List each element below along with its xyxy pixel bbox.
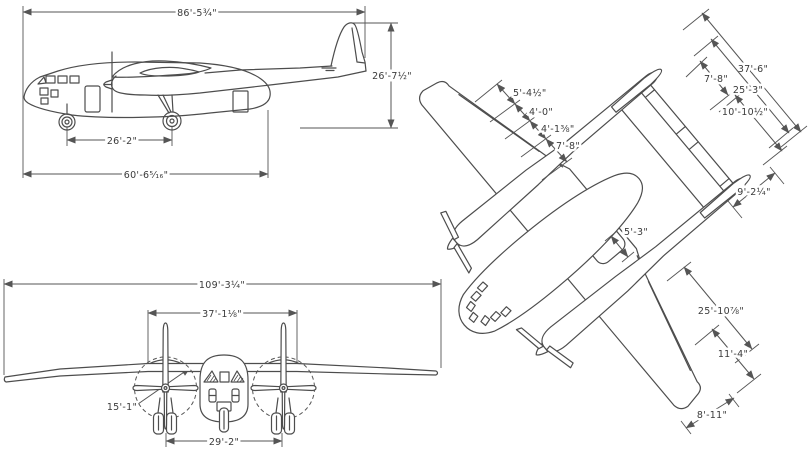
rear-door <box>232 90 249 113</box>
side-view: 86'-5¾" 26'-7½" 26'-2" 60'-6⁵⁄₁₆" <box>22 6 414 184</box>
propeller-plan-starboard <box>515 327 574 369</box>
propeller-spinner <box>103 79 113 90</box>
dim-label-tail-chord: 7'-8" <box>704 74 728 85</box>
main-gear-front <box>152 397 178 435</box>
dim-label-station-3: 4'-1⅜" <box>541 124 575 135</box>
cockpit-windows-plan <box>465 281 512 327</box>
dim-label-stabilizer-span: 37'-6" <box>738 64 768 75</box>
propeller-hub <box>160 383 171 393</box>
propeller-gear-cluster-right <box>250 322 317 435</box>
fuselage-intakes <box>208 388 240 403</box>
crew-door <box>84 85 101 113</box>
fin-chord-dim: 9'-2¼" <box>727 166 785 219</box>
propeller-blade-lower <box>163 387 168 430</box>
aileron-lines <box>458 94 691 371</box>
nose-gear-front <box>216 401 232 433</box>
dim-label-station-4: 7'-8" <box>556 141 580 152</box>
cockpit-windows <box>37 75 80 105</box>
extension-lines <box>22 6 398 178</box>
dim-label-tip-chord: 8'-11" <box>697 410 727 421</box>
dim-label-center-section: 10'-10½" <box>722 107 768 118</box>
dim-label-propeller-diameter: 15'-1" <box>107 402 137 413</box>
propeller-gear-cluster <box>132 322 199 435</box>
stabilizer-tip <box>321 67 337 72</box>
fuselage-outline <box>23 61 271 119</box>
plan-aircraft <box>419 64 751 410</box>
tail-dims: 37'-6" 25'-3" 7'-8" 10'-10½" <box>682 8 808 166</box>
dim-label-wheelbase: 26'-2" <box>107 136 137 147</box>
dim-label-tail-height: 26'-7½" <box>372 71 412 82</box>
dim-label-overall-length: 86'-5¾" <box>177 8 217 19</box>
dim-label-fuselage-length: 60'-6⁵⁄₁₆" <box>124 170 169 181</box>
fuselage-pod-plan <box>458 172 644 334</box>
dim-label-outer-panel: 25'-10⅞" <box>698 306 744 317</box>
dim-label-station-2: 4'-0" <box>529 107 553 118</box>
rudder-line <box>351 27 366 64</box>
extension-lines <box>3 279 442 447</box>
propeller-blade-left <box>132 384 167 392</box>
fin-front <box>162 322 169 393</box>
plan-view: 5'-4½" 4'-0" 4'-1⅜" 7'-8" 37'-6" 25'-3" … <box>419 8 808 435</box>
wing-root-inner <box>139 66 200 77</box>
propeller-hub-center <box>163 386 168 391</box>
elevator-lines <box>636 86 730 197</box>
dim-label-boom-width: 5'-3" <box>624 227 648 238</box>
outer-wing-dims: 25'-10⅞" 11'-4" 8'-11" <box>666 261 762 435</box>
wing-station-dims: 5'-4½" 4'-0" 4'-1⅜" 7'-8" <box>474 79 582 181</box>
nose-gear <box>58 103 76 131</box>
dim-label-fin-spacing: 37'-1⅛" <box>202 309 242 320</box>
boom-width-dim: 5'-3" <box>604 225 650 263</box>
propeller-blade-right <box>164 384 199 392</box>
cockpit-glazing-front <box>203 370 245 383</box>
front-view: 109'-3¼" 37'-1⅛" 29'-2" 15'-1" <box>3 278 442 451</box>
dim-label-station-1: 5'-4½" <box>513 88 547 99</box>
vertical-fin <box>330 22 367 72</box>
wing-front <box>3 362 439 383</box>
main-gear <box>157 94 182 131</box>
dim-label-wheel-track: 29'-2" <box>209 437 239 448</box>
dim-label-aileron-span: 11'-4" <box>718 349 748 360</box>
dim-label-fin-chord: 9'-2¼" <box>737 187 771 198</box>
dim-label-elevator-span: 25'-3" <box>733 85 763 96</box>
dim-label-wing-span: 109'-3¼" <box>199 280 245 291</box>
